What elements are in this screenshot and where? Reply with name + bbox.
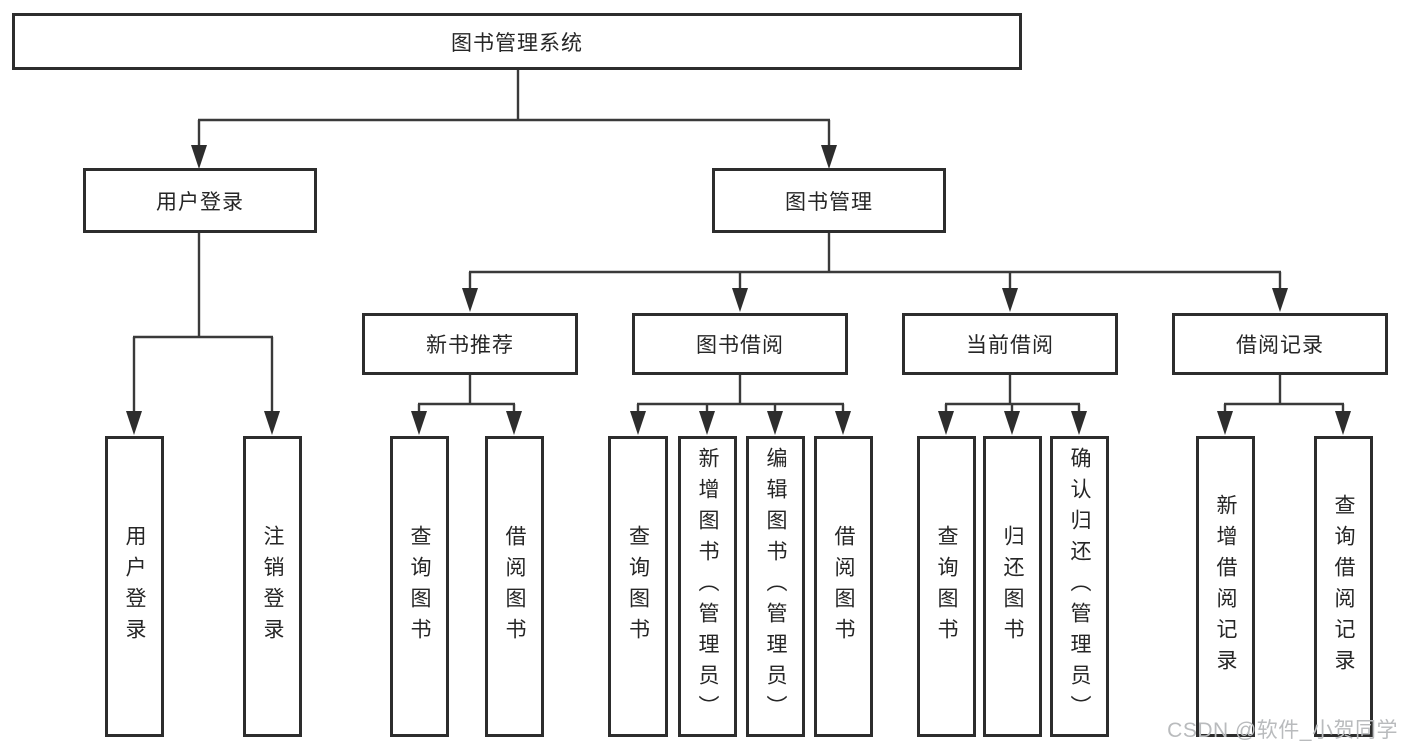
- leaf-borrow-books-newrec-label: 借阅图书: [503, 524, 526, 649]
- leaf-query-books-newrec-label: 查询图书: [408, 524, 431, 649]
- leaf-add-borrow-record: 新增借阅记录: [1196, 436, 1255, 737]
- arrowheads-layer: [126, 145, 1351, 435]
- leaf-query-books-current-label: 查询图书: [935, 524, 958, 649]
- connector-currentborrow-to-leaves: [944, 374, 1081, 413]
- leaf-confirm-return-admin-label: 确认归还（管理员）: [1068, 447, 1091, 726]
- leaf-add-books-admin-label: 新增图书（管理员）: [696, 447, 719, 726]
- leaf-query-books-newrec: 查询图书: [390, 436, 449, 737]
- node-new-book-rec-label: 新书推荐: [426, 334, 514, 357]
- arrow-down-icon: [1272, 288, 1288, 312]
- node-book-mgmt-label: 图书管理: [785, 190, 873, 214]
- arrow-down-icon: [1217, 411, 1233, 435]
- leaf-query-books-borrow: 查询图书: [608, 436, 668, 737]
- connector-newbookrec-to-leaves: [417, 374, 516, 413]
- node-new-book-rec: 新书推荐: [362, 313, 578, 375]
- connector-root-to-level2: [197, 70, 831, 147]
- arrow-down-icon: [126, 411, 142, 435]
- leaf-borrow-books-borrow: 借阅图书: [814, 436, 873, 737]
- leaf-add-books-admin: 新增图书（管理员）: [678, 436, 737, 737]
- leaf-add-borrow-record-label: 新增借阅记录: [1214, 493, 1237, 680]
- leaf-edit-books-admin: 编辑图书（管理员）: [746, 436, 805, 737]
- node-current-borrow-label: 当前借阅: [966, 334, 1054, 357]
- leaf-edit-books-admin-label: 编辑图书（管理员）: [764, 447, 787, 726]
- leaf-query-borrow-record-label: 查询借阅记录: [1332, 493, 1355, 680]
- arrow-down-icon: [1335, 411, 1351, 435]
- node-book-mgmt: 图书管理: [712, 168, 946, 233]
- arrow-down-icon: [938, 411, 954, 435]
- node-book-borrow: 图书借阅: [632, 313, 848, 375]
- leaf-query-borrow-record: 查询借阅记录: [1314, 436, 1373, 737]
- arrow-down-icon: [506, 411, 522, 435]
- arrow-down-icon: [462, 288, 478, 312]
- leaf-query-books-borrow-label: 查询图书: [626, 524, 650, 649]
- connector-bookborrow-to-leaves: [636, 374, 845, 413]
- arrow-down-icon: [835, 411, 851, 435]
- node-borrow-records: 借阅记录: [1172, 313, 1388, 375]
- arrow-down-icon: [1004, 411, 1020, 435]
- node-root: 图书管理系统: [12, 13, 1022, 70]
- arrow-down-icon: [1071, 411, 1087, 435]
- node-borrow-records-label: 借阅记录: [1236, 334, 1324, 357]
- leaf-query-books-current: 查询图书: [917, 436, 976, 737]
- arrow-down-icon: [732, 288, 748, 312]
- leaf-borrow-books-borrow-label: 借阅图书: [832, 524, 855, 649]
- arrow-down-icon: [630, 411, 646, 435]
- leaf-user-login: 用户登录: [105, 436, 164, 737]
- leaf-return-books-label: 归还图书: [1001, 524, 1024, 649]
- connector-bookmgmt-to-level3: [468, 232, 1282, 290]
- node-current-borrow: 当前借阅: [902, 313, 1118, 375]
- arrow-down-icon: [821, 145, 837, 169]
- watermark: CSDN @软件_小贺同学: [1167, 719, 1398, 742]
- leaf-borrow-books-newrec: 借阅图书: [485, 436, 544, 737]
- leaf-confirm-return-admin: 确认归还（管理员）: [1050, 436, 1109, 737]
- arrow-down-icon: [264, 411, 280, 435]
- arrow-down-icon: [411, 411, 427, 435]
- leaf-user-login-label: 用户登录: [123, 524, 146, 649]
- arrow-down-icon: [699, 411, 715, 435]
- arrow-down-icon: [1002, 288, 1018, 312]
- arrow-down-icon: [191, 145, 207, 169]
- arrow-down-icon: [767, 411, 783, 435]
- node-user-login-label: 用户登录: [156, 190, 244, 214]
- connector-borrowrecords-to-leaves: [1223, 374, 1345, 413]
- leaf-logout: 注销登录: [243, 436, 302, 737]
- node-user-login: 用户登录: [83, 168, 317, 233]
- node-book-borrow-label: 图书借阅: [696, 334, 784, 357]
- leaf-logout-label: 注销登录: [261, 524, 284, 649]
- leaf-return-books: 归还图书: [983, 436, 1042, 737]
- connector-userlogin-to-leaves: [132, 232, 274, 413]
- node-root-label: 图书管理系统: [451, 31, 583, 55]
